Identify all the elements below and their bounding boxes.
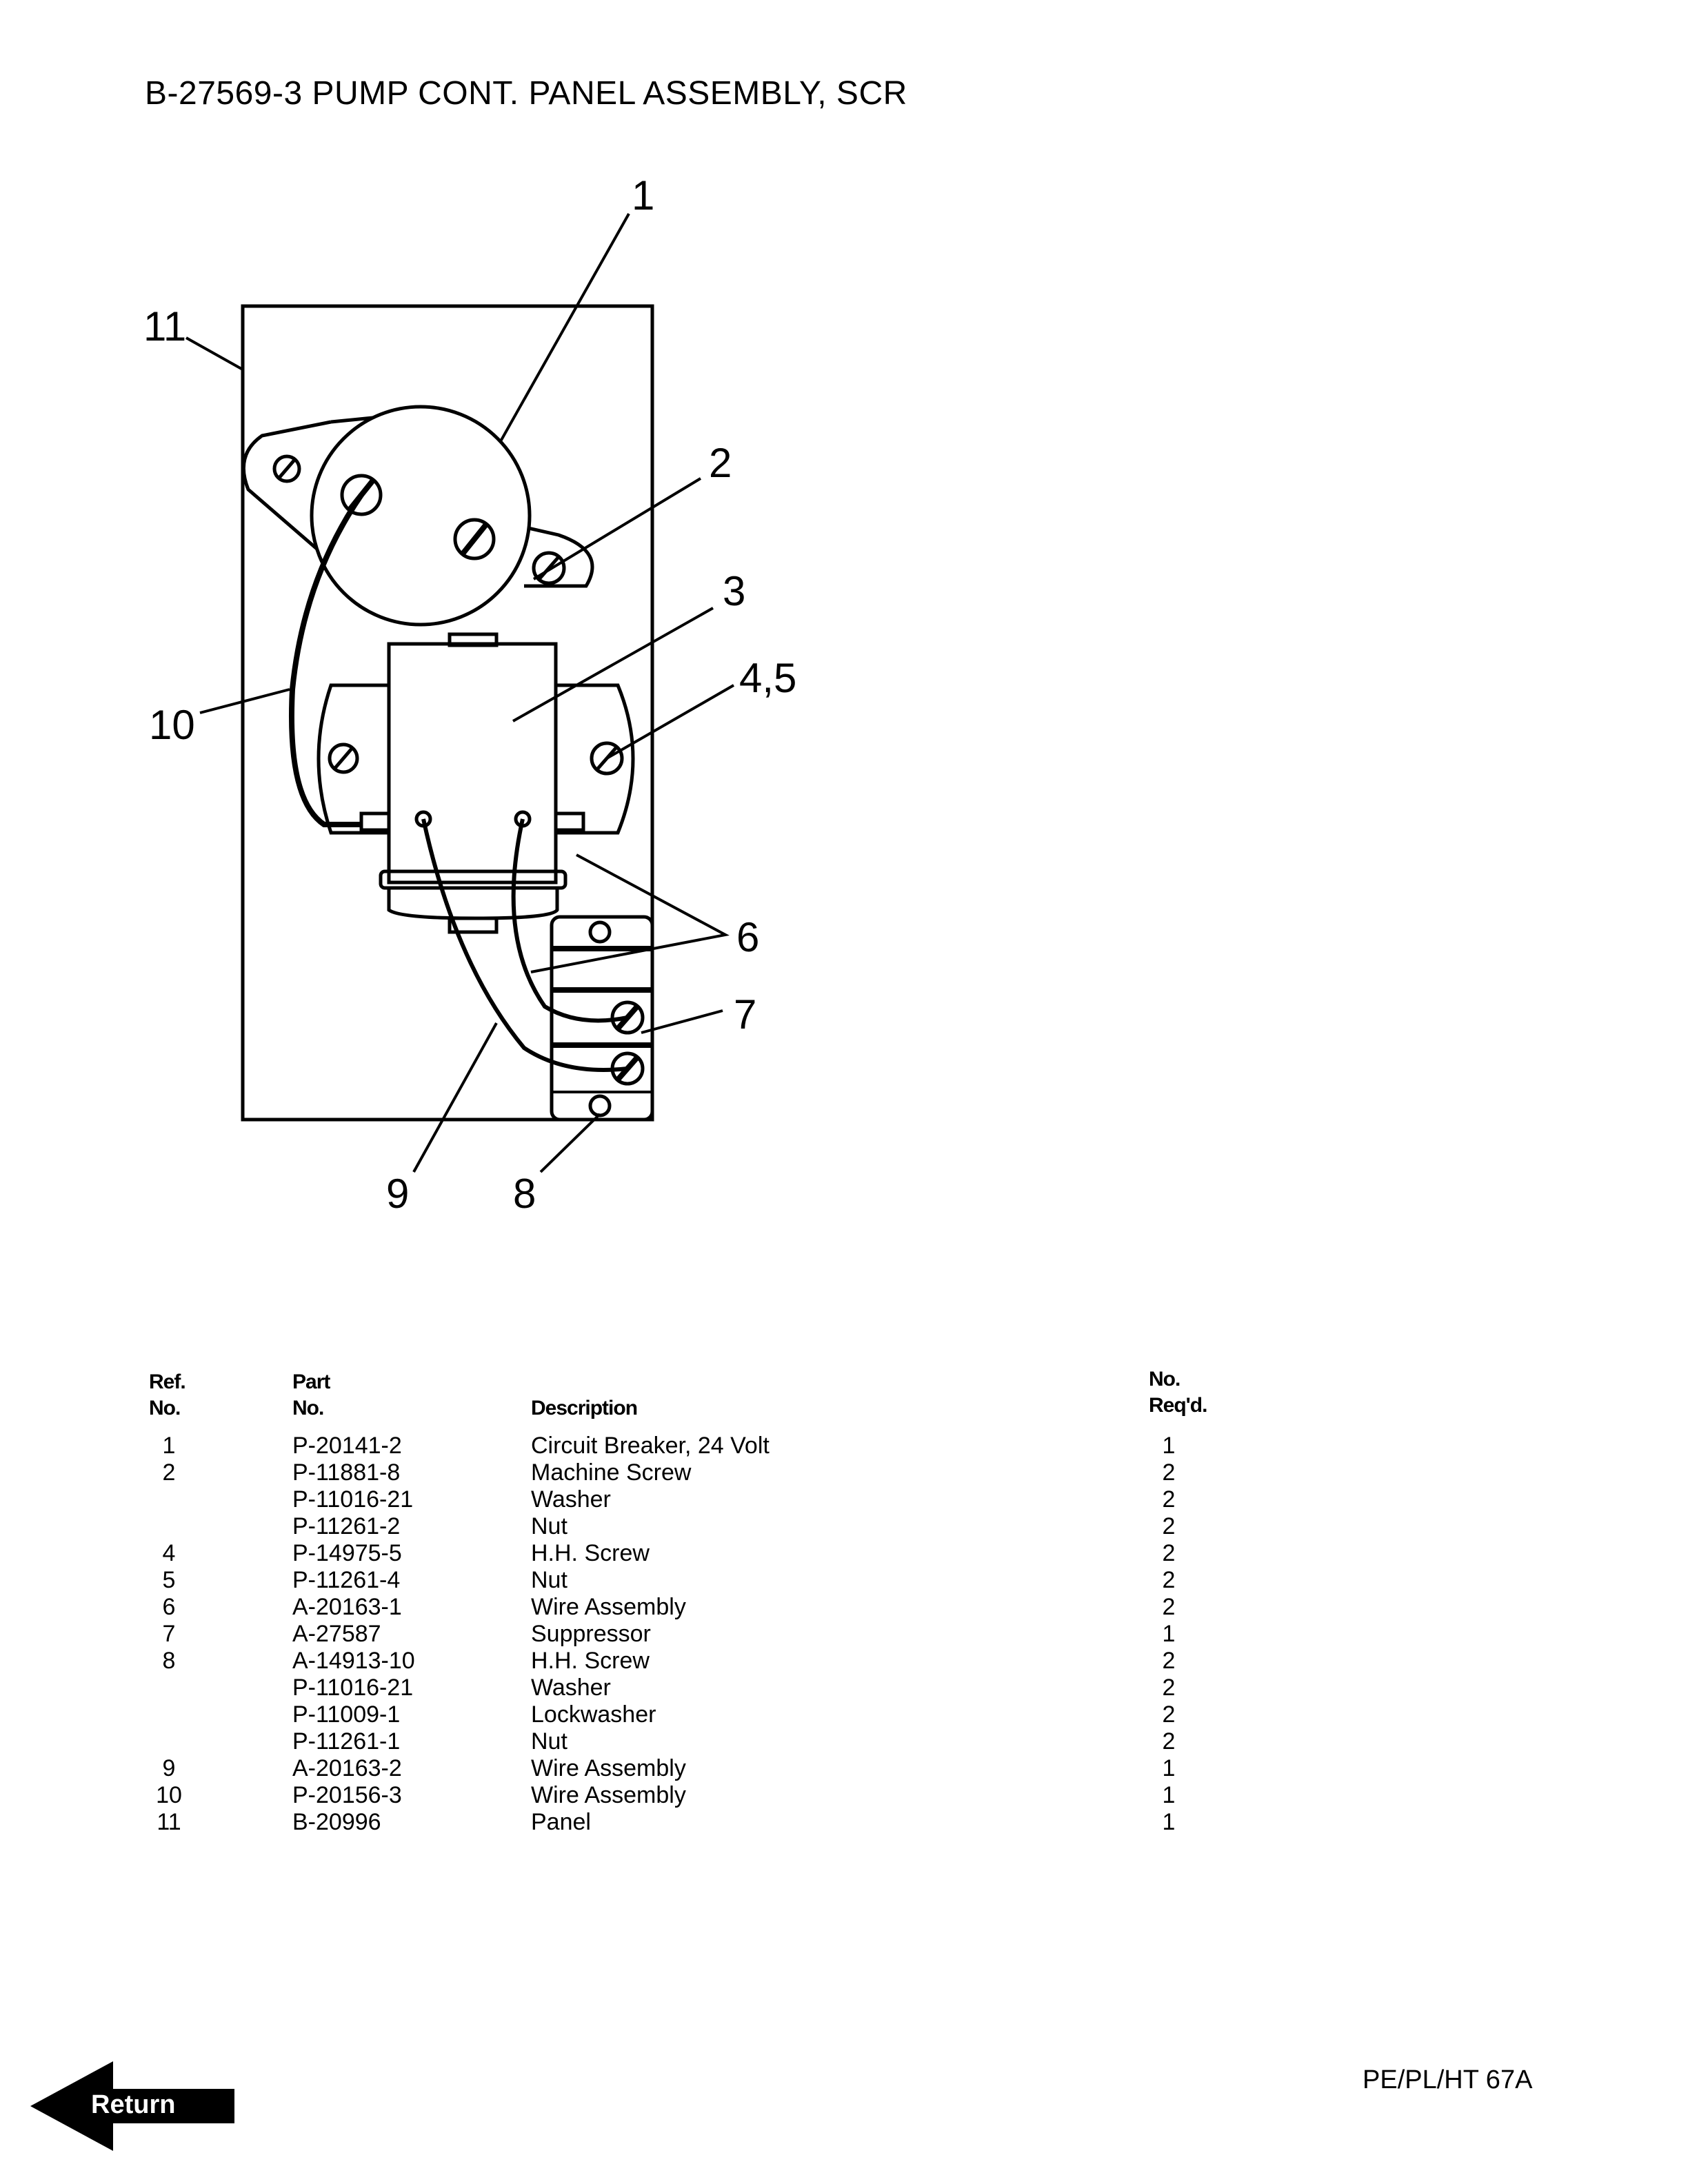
header-part-line1: Part bbox=[292, 1371, 330, 1393]
qty-required: 2 bbox=[1162, 1459, 1176, 1486]
callout-10: 10 bbox=[149, 702, 195, 748]
callout-6: 6 bbox=[736, 914, 759, 960]
description: Wire Assembly bbox=[531, 1594, 686, 1620]
qty-required: 2 bbox=[1162, 1486, 1176, 1513]
header-part-line2: No. bbox=[292, 1397, 324, 1419]
ref-no: 5 bbox=[162, 1567, 176, 1593]
part-no: P-11016-21 bbox=[292, 1675, 414, 1701]
ref-no: 10 bbox=[156, 1782, 182, 1808]
part-no: P-11261-1 bbox=[292, 1728, 401, 1755]
left-arrow-icon bbox=[30, 2061, 234, 2151]
part-no: P-20156-3 bbox=[292, 1782, 402, 1808]
part-no: P-20141-2 bbox=[292, 1433, 402, 1459]
header-qty-line1: No. bbox=[1149, 1368, 1180, 1391]
qty-required: 2 bbox=[1162, 1513, 1176, 1539]
wire-10 bbox=[288, 493, 364, 827]
part-no: P-11261-4 bbox=[292, 1567, 401, 1593]
screw bbox=[328, 742, 359, 774]
description: Lockwasher bbox=[531, 1701, 656, 1728]
part-no: P-11009-1 bbox=[292, 1701, 401, 1728]
ref-no: 1 bbox=[162, 1433, 176, 1459]
description: Nut bbox=[531, 1728, 567, 1755]
part-no: P-14975-5 bbox=[292, 1540, 402, 1566]
header-description: Description bbox=[531, 1397, 638, 1419]
description: Panel bbox=[531, 1809, 591, 1835]
qty-required: 2 bbox=[1162, 1540, 1176, 1566]
description: Suppressor bbox=[531, 1621, 651, 1647]
part-no: P-11881-8 bbox=[292, 1459, 401, 1486]
part-no: A-14913-10 bbox=[292, 1648, 415, 1674]
screw bbox=[532, 551, 566, 585]
callout-7: 7 bbox=[734, 991, 756, 1038]
return-label: Return bbox=[91, 2090, 176, 2119]
description: H.H. Screw bbox=[531, 1540, 650, 1566]
qty-required: 1 bbox=[1162, 1621, 1176, 1647]
screw bbox=[590, 741, 624, 776]
part-no: A-27587 bbox=[292, 1621, 381, 1647]
ref-no: 4 bbox=[162, 1540, 176, 1566]
description: Circuit Breaker, 24 Volt bbox=[531, 1433, 770, 1459]
callout-3: 3 bbox=[723, 568, 745, 614]
ref-no: 11 bbox=[157, 1809, 181, 1835]
description: Nut bbox=[531, 1513, 567, 1539]
qty-required: 1 bbox=[1162, 1755, 1176, 1781]
callout-1: 1 bbox=[632, 172, 654, 219]
suppressor bbox=[550, 915, 654, 1122]
relay bbox=[387, 642, 558, 884]
relay-bracket bbox=[316, 683, 635, 835]
part-no: A-20163-1 bbox=[292, 1594, 402, 1620]
wire-9 bbox=[421, 818, 628, 1072]
header-ref-line1: Ref. bbox=[149, 1371, 186, 1393]
qty-required: 2 bbox=[1162, 1728, 1176, 1755]
breaker-mounting-plate bbox=[241, 420, 594, 588]
qty-required: 2 bbox=[1162, 1648, 1176, 1674]
description: Washer bbox=[531, 1486, 611, 1513]
callout-8: 8 bbox=[513, 1171, 536, 1217]
header-ref: Ref. No. bbox=[149, 1369, 186, 1422]
ref-no: 6 bbox=[162, 1594, 176, 1620]
qty-required: 2 bbox=[1162, 1594, 1176, 1620]
page-title: B-27569-3 PUMP CONT. PANEL ASSEMBLY, SCR bbox=[145, 75, 907, 112]
screw bbox=[340, 474, 383, 516]
callout-2: 2 bbox=[709, 440, 732, 486]
wire-6 bbox=[511, 818, 628, 1023]
qty-required: 1 bbox=[1162, 1809, 1176, 1835]
header-qty: No. Req'd. bbox=[1149, 1366, 1207, 1419]
panel bbox=[241, 304, 654, 1122]
description: Wire Assembly bbox=[531, 1755, 686, 1781]
description: Washer bbox=[531, 1675, 611, 1701]
callout-11: 11 bbox=[143, 303, 186, 350]
ref-no: 2 bbox=[162, 1459, 176, 1486]
screw bbox=[453, 518, 496, 560]
header-ref-line2: No. bbox=[149, 1397, 181, 1419]
description: H.H. Screw bbox=[531, 1648, 650, 1674]
qty-required: 2 bbox=[1162, 1567, 1176, 1593]
callout-9: 9 bbox=[386, 1171, 409, 1217]
callout-4-5: 4,5 bbox=[739, 655, 796, 701]
description: Machine Screw bbox=[531, 1459, 692, 1486]
part-no: B-20996 bbox=[292, 1809, 381, 1835]
qty-required: 2 bbox=[1162, 1675, 1176, 1701]
part-no: P-11016-21 bbox=[292, 1486, 414, 1513]
ref-no: 8 bbox=[162, 1648, 176, 1674]
description: Wire Assembly bbox=[531, 1782, 686, 1808]
qty-required: 1 bbox=[1162, 1782, 1176, 1808]
circuit-breaker bbox=[310, 405, 532, 627]
ref-no: 7 bbox=[162, 1621, 176, 1647]
description: Nut bbox=[531, 1567, 567, 1593]
qty-required: 1 bbox=[1162, 1433, 1176, 1459]
ref-no: 9 bbox=[162, 1755, 176, 1781]
screw bbox=[272, 454, 301, 483]
page-code: PE/PL/HT 67A bbox=[1363, 2065, 1533, 2094]
header-qty-line2: Req'd. bbox=[1149, 1394, 1207, 1417]
part-no: P-11261-2 bbox=[292, 1513, 401, 1539]
qty-required: 2 bbox=[1162, 1701, 1176, 1728]
return-button[interactable]: Return bbox=[30, 2061, 237, 2151]
part-no: A-20163-2 bbox=[292, 1755, 402, 1781]
